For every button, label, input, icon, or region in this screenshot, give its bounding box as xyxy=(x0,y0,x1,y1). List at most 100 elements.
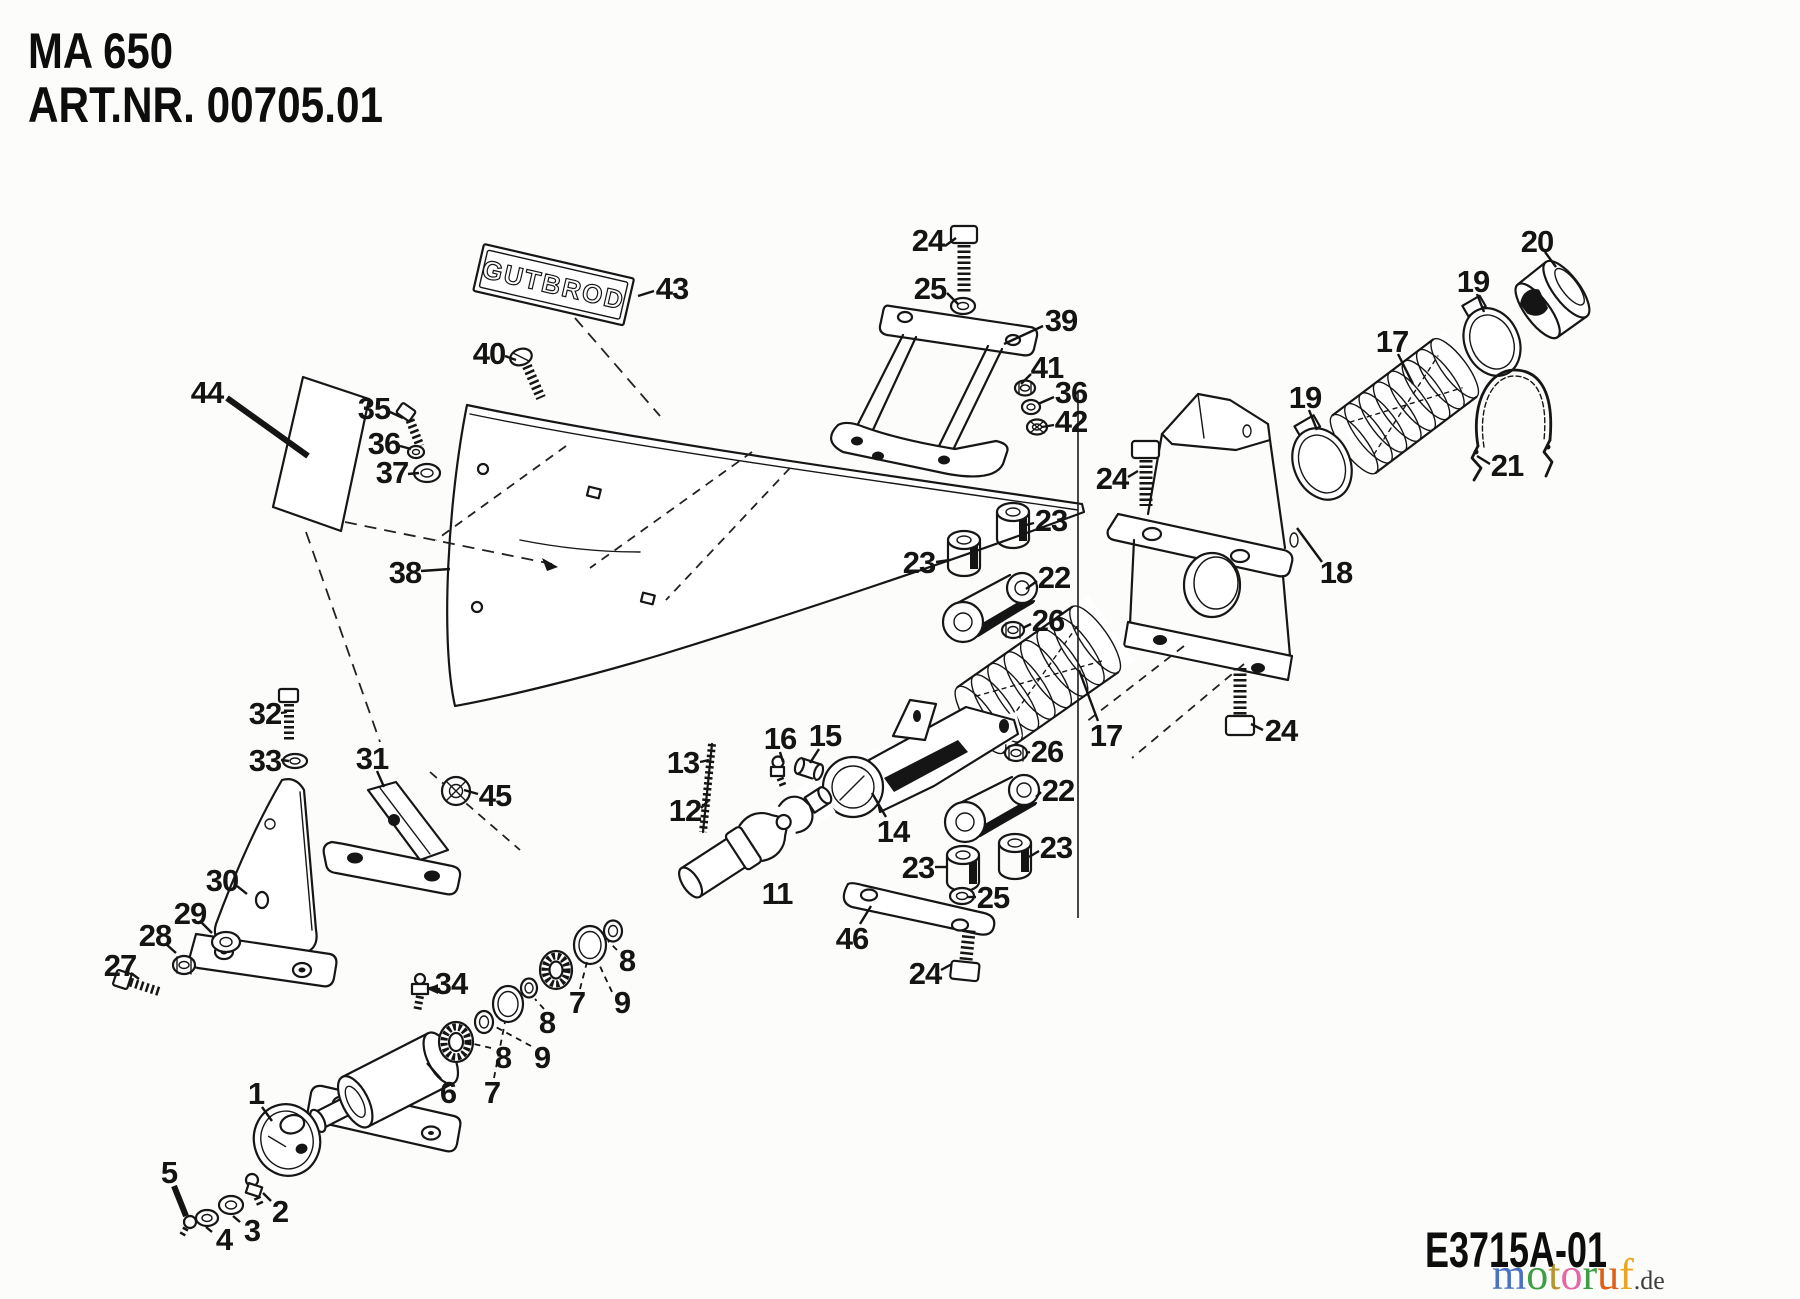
diagram-code: E3715A-01 xyxy=(1425,1222,1607,1278)
callout-leader xyxy=(1041,423,1055,429)
bolt-24-lower-right xyxy=(1224,668,1256,737)
bolt-24-right xyxy=(1130,439,1161,506)
part-number-label: 17 xyxy=(1376,324,1408,359)
callout-leader xyxy=(1475,293,1486,313)
part-number-label: 8 xyxy=(539,1005,556,1040)
callout-leader xyxy=(1025,580,1038,590)
part-number-label: 41 xyxy=(1031,350,1064,385)
callout-leader xyxy=(407,471,420,476)
callout-leader xyxy=(700,800,709,809)
part-number-label: 8 xyxy=(619,943,636,978)
callout-arrowhead xyxy=(427,984,438,994)
part-number-label: 35 xyxy=(358,391,391,426)
part-number-label: 26 xyxy=(1032,603,1065,638)
part-number-label: 42 xyxy=(1055,404,1087,439)
callout-leader xyxy=(778,751,785,763)
part-number-label: 24 xyxy=(909,956,943,991)
part-number-label: 18 xyxy=(1320,555,1353,590)
washer-3 xyxy=(217,1194,245,1216)
watermark-logo: motoruf.de xyxy=(1492,1250,1665,1299)
callout-leader xyxy=(375,770,386,788)
shield-plate-38 xyxy=(446,403,1086,708)
part-number-label: 8 xyxy=(495,1040,512,1075)
callout-leader xyxy=(1028,849,1040,859)
ring-8-middle xyxy=(519,977,539,999)
nut-26-lower xyxy=(1003,743,1029,763)
nut-26-upper xyxy=(1000,620,1026,640)
screw-40 xyxy=(509,347,546,401)
part-number-label: 28 xyxy=(139,918,172,953)
part-number-label: 24 xyxy=(1265,713,1299,748)
part-number-label: 6 xyxy=(440,1075,457,1110)
part-number-label: 43 xyxy=(656,271,689,306)
part-number-label: 16 xyxy=(764,721,797,756)
washer-4 xyxy=(194,1208,220,1228)
pulley-disc-1 xyxy=(252,1103,322,1177)
part-number-label: 5 xyxy=(161,1155,178,1190)
part-number-label: 19 xyxy=(1289,380,1322,415)
part-number-label: 23 xyxy=(1035,503,1068,538)
washer-36-left xyxy=(406,444,426,460)
part-number-label: 14 xyxy=(877,814,911,849)
clamp-19-left xyxy=(1291,414,1353,501)
callout-leader xyxy=(1296,527,1323,563)
part-number-label: 21 xyxy=(1491,448,1524,483)
shaft-housing-6 xyxy=(262,1031,462,1155)
part-number-label: 12 xyxy=(669,793,701,828)
callout-leader xyxy=(935,558,951,564)
callout-leader xyxy=(579,961,588,990)
callout-leader xyxy=(637,289,655,298)
callout-leader xyxy=(426,1062,442,1080)
part-number-label: 36 xyxy=(368,426,401,461)
part-number-label: 15 xyxy=(809,718,842,753)
callout-leader xyxy=(1035,791,1042,798)
callout-leader xyxy=(1544,251,1557,268)
part-number-label: 9 xyxy=(614,985,631,1020)
part-number-label: 3 xyxy=(244,1213,261,1248)
part-number-label: 27 xyxy=(104,948,136,983)
part-number-label: 25 xyxy=(914,271,947,306)
callout-leader xyxy=(1127,469,1139,479)
callout-leader xyxy=(130,972,140,980)
grease-nipple-34 xyxy=(410,972,430,1013)
lock-washer-25-lower xyxy=(948,886,976,906)
part-number-label: 7 xyxy=(569,985,585,1020)
part-number-label: 36 xyxy=(1055,375,1088,410)
cover-plate-44 xyxy=(271,375,371,533)
part-number-label: 45 xyxy=(479,778,512,813)
part-number-label: 23 xyxy=(902,850,935,885)
part-number-label: 32 xyxy=(249,696,281,731)
article-number: ART.NR. 00705.01 xyxy=(28,77,383,133)
callout-leader xyxy=(1250,722,1264,732)
part-number-label: 44 xyxy=(191,375,225,410)
callout-leader xyxy=(262,1192,272,1202)
callout-leader xyxy=(808,748,821,764)
bushing-23-lower-right xyxy=(997,832,1033,881)
callout-leader xyxy=(1037,395,1055,406)
callout-leader xyxy=(946,292,959,305)
ring-9-outer xyxy=(602,919,624,943)
bolt-24-bottom xyxy=(949,929,981,983)
part-number-label: 9 xyxy=(534,1040,551,1075)
bracket-31 xyxy=(322,780,462,896)
engine-bracket-39 xyxy=(830,304,1039,478)
callout-leader xyxy=(236,885,248,895)
callout-leader xyxy=(607,940,618,951)
part-number-label: 23 xyxy=(903,545,936,580)
callout-leader xyxy=(225,395,310,459)
ring-7-outer xyxy=(572,924,608,966)
part-number-label: 24 xyxy=(912,223,946,258)
bearing-8-inner xyxy=(437,1020,475,1064)
sleeve-15 xyxy=(793,757,825,781)
part-number-label: 13 xyxy=(667,745,700,780)
callout-leader xyxy=(493,1025,532,1047)
part-number-label: 4 xyxy=(216,1222,234,1257)
part-number-label: 38 xyxy=(389,555,422,590)
bolt-27 xyxy=(112,969,161,996)
callout-leader xyxy=(870,792,888,818)
callout-leader xyxy=(493,1021,506,1079)
callout-leader xyxy=(200,921,213,934)
callout-leader xyxy=(399,444,412,451)
callout-leader xyxy=(232,1215,241,1223)
